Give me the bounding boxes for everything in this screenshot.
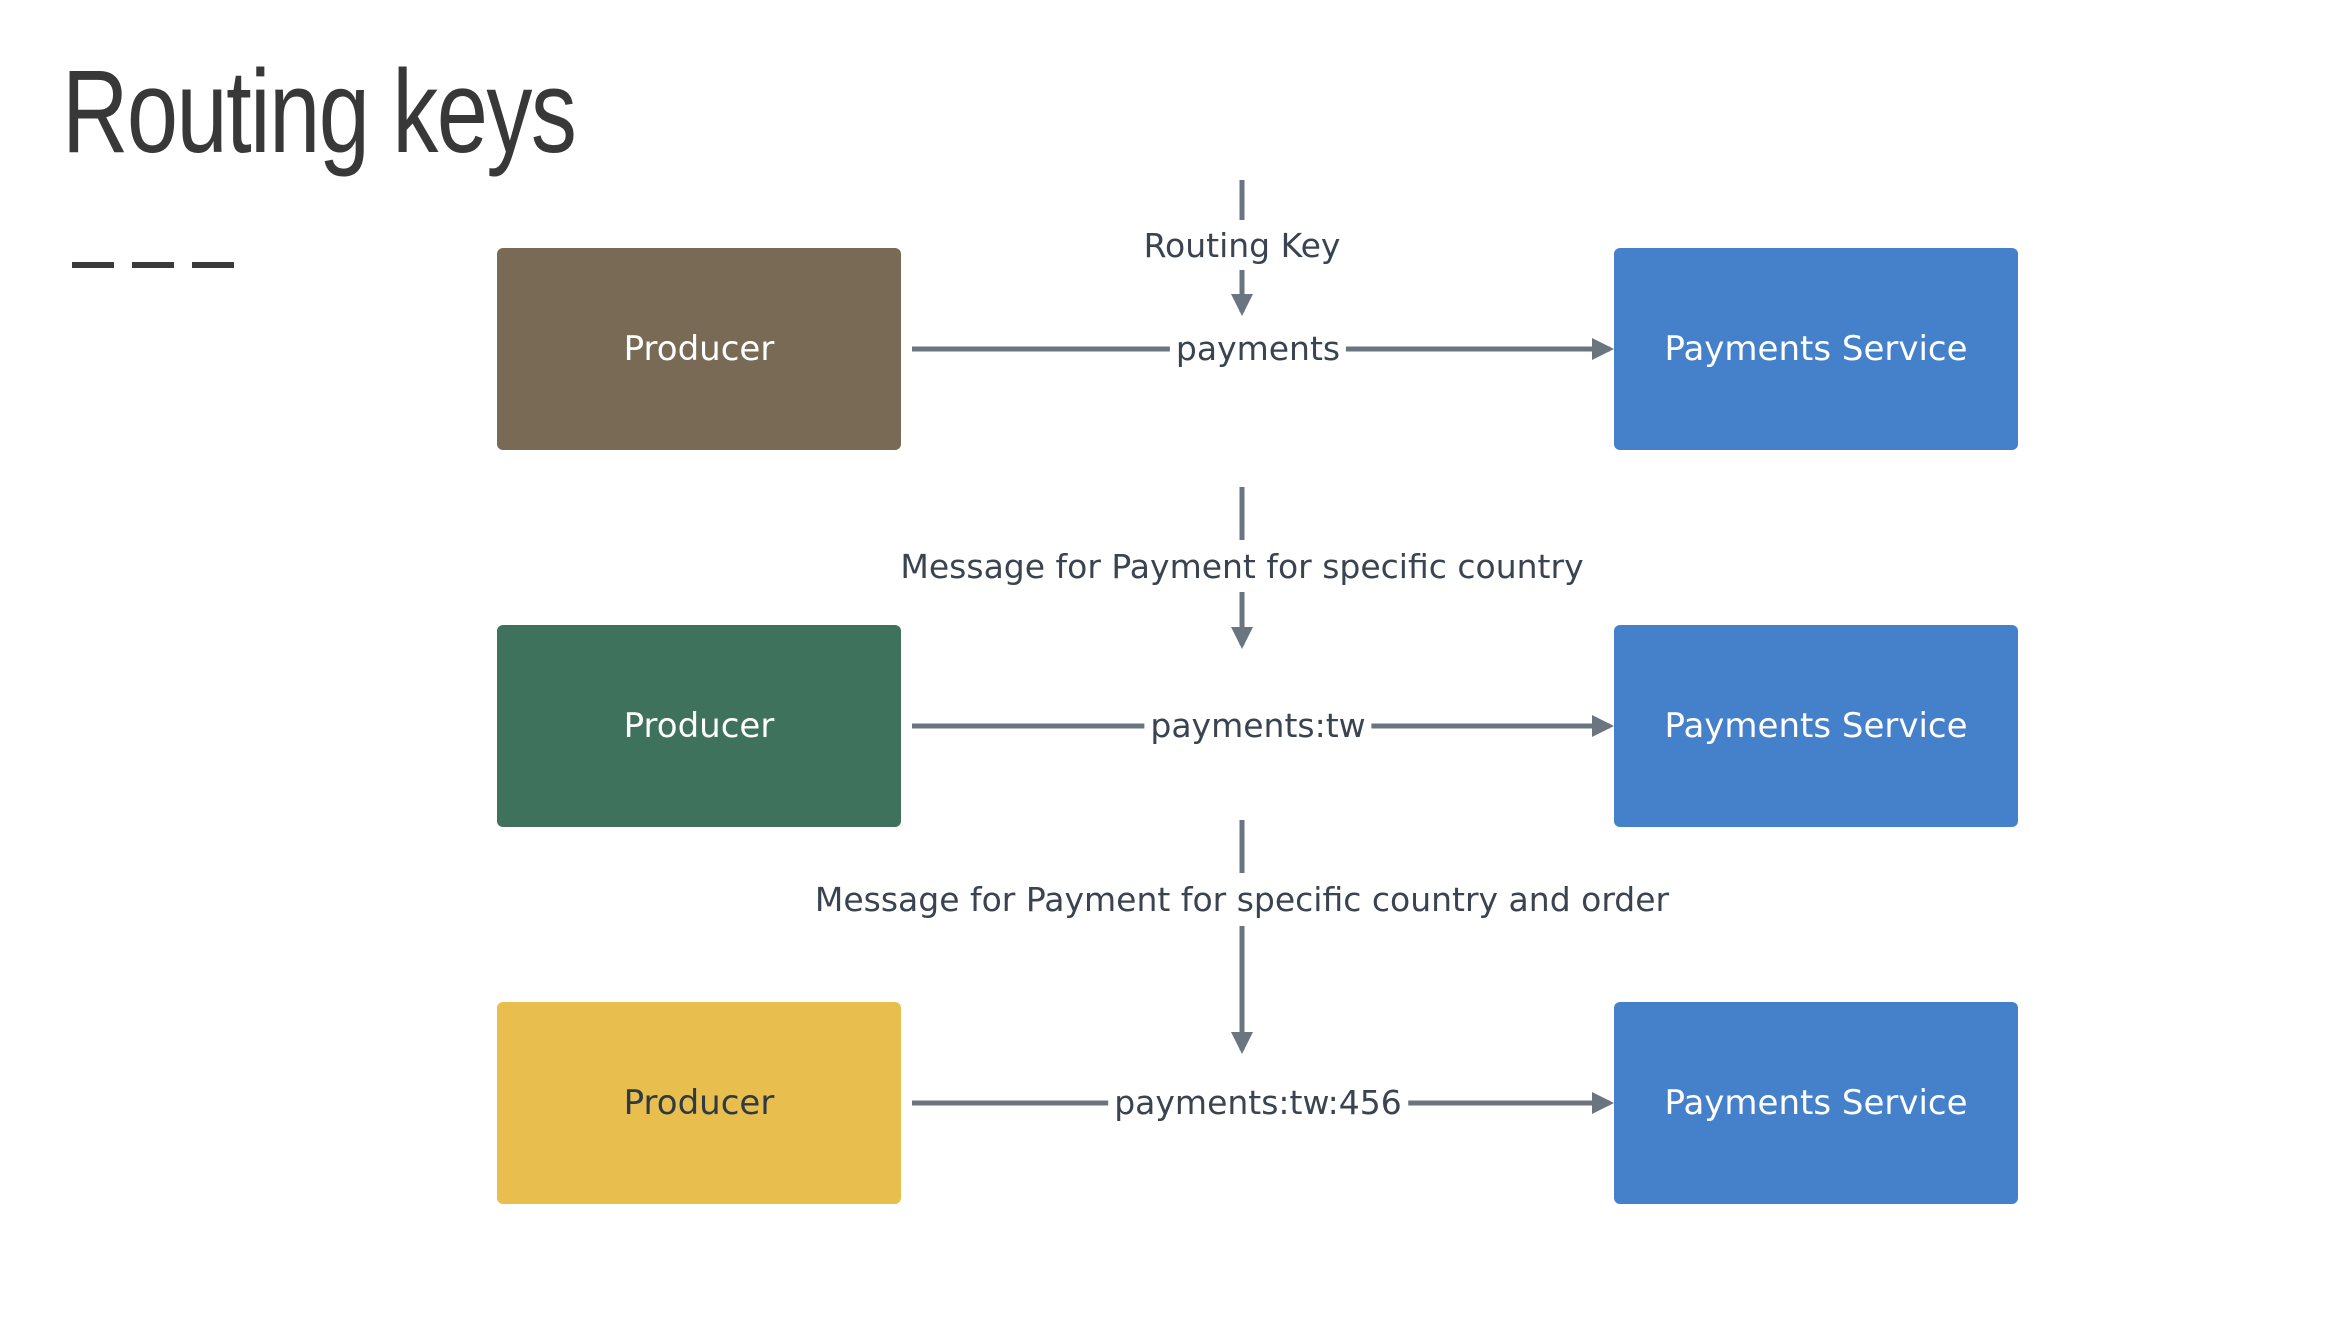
annotation-label-2: Message for Payment for specific country [894,547,1590,587]
annotation-label-3: Message for Payment for specific country… [808,880,1676,920]
annotation-label-1: Routing Key [1137,226,1347,266]
producer-box-2: Producer [497,625,901,827]
producer-box-3: Producer [497,1002,901,1204]
payments-service-box-3: Payments Service [1614,1002,2018,1204]
slide-title: Routing keys [62,46,577,178]
routing-key-label-3: payments:tw:456 [1108,1083,1408,1123]
payments-service-box-1: Payments Service [1614,248,2018,450]
service-label-1: Payments Service [1664,329,1968,369]
producer-label-2: Producer [623,706,775,746]
payments-service-box-2: Payments Service [1614,625,2018,827]
routing-key-label-2: payments:tw [1144,706,1372,746]
producer-box-1: Producer [497,248,901,450]
service-label-3: Payments Service [1664,1083,1968,1123]
routing-key-label-1: payments [1169,329,1347,369]
producer-label-3: Producer [623,1083,775,1123]
producer-label-1: Producer [623,329,775,369]
service-label-2: Payments Service [1664,706,1968,746]
title-divider [72,262,240,268]
